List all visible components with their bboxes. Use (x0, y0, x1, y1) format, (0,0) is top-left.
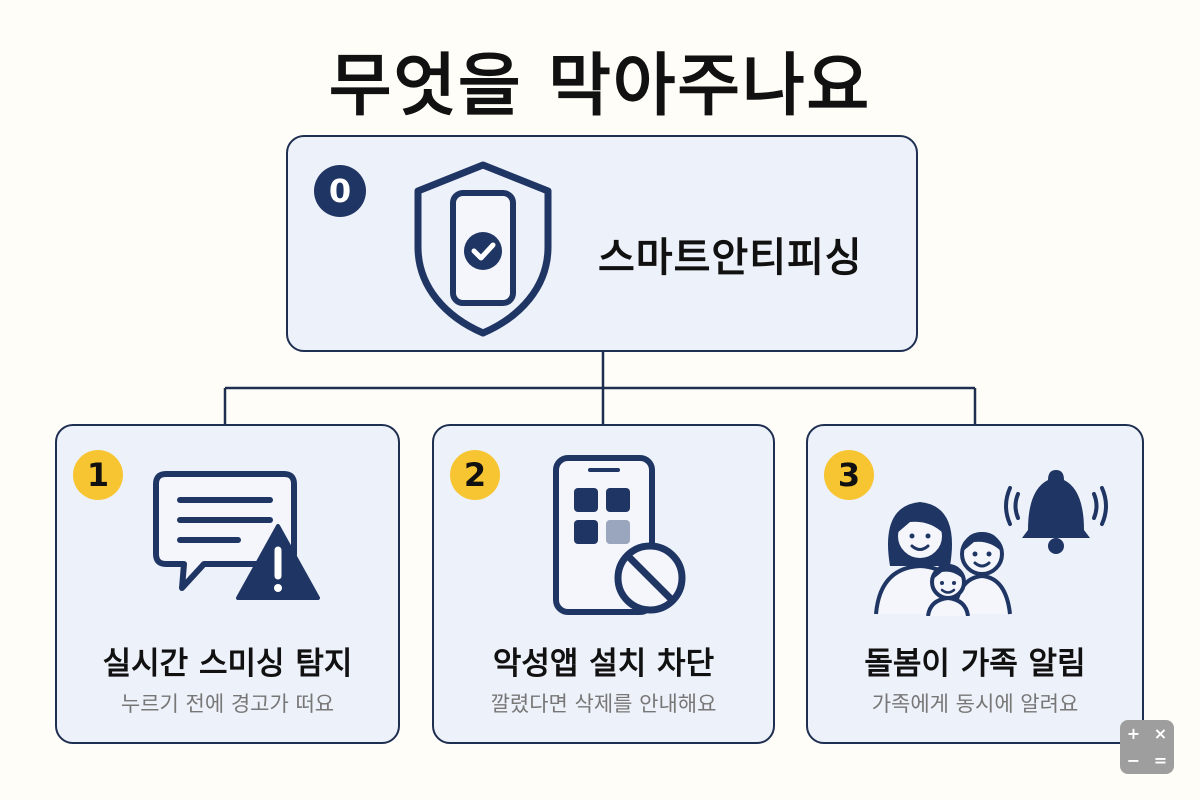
root-badge: 0 (314, 165, 366, 217)
card-badge: 1 (73, 450, 123, 500)
equals-icon: = (1153, 751, 1168, 770)
feature-card-smishing: 1 실시간 스미싱 탐지 누르기 전에 경고가 떠요 (55, 424, 400, 744)
family-bell-icon (874, 470, 1108, 616)
feature-card-family-alert: 3 돌봄이 가족 알림 가족에게 동시에 알려요 (806, 424, 1144, 744)
feature-card-malware: 2 악성앱 설치 차단 깔렸다면 삭제를 안내해요 (432, 424, 775, 744)
card-badge: 2 (450, 450, 500, 500)
root-card: 0 스마트안티피싱 (286, 135, 918, 352)
calculator-widget[interactable]: + × − = (1120, 720, 1174, 774)
minus-icon: − (1126, 751, 1141, 770)
card-desc: 가족에게 동시에 알려요 (871, 692, 1079, 716)
plus-icon: + (1126, 724, 1141, 743)
card-badge: 3 (824, 450, 874, 500)
shield-phone-check-icon (414, 161, 552, 337)
bell-icon (1004, 470, 1108, 554)
card-desc: 깔렸다면 삭제를 안내해요 (490, 692, 717, 716)
root-label: 스마트안티피싱 (598, 235, 863, 281)
card-title: 실시간 스미싱 탐지 (102, 646, 353, 682)
message-warning-icon (153, 471, 320, 600)
times-icon: × (1153, 724, 1168, 743)
phone-blocked-icon (553, 455, 686, 615)
card-desc: 누르기 전에 경고가 떠요 (120, 692, 335, 716)
card-title: 악성앱 설치 차단 (492, 646, 715, 682)
card-title: 돌봄이 가족 알림 (864, 646, 1086, 682)
page-title: 무엇을 막아주나요 (328, 47, 872, 126)
